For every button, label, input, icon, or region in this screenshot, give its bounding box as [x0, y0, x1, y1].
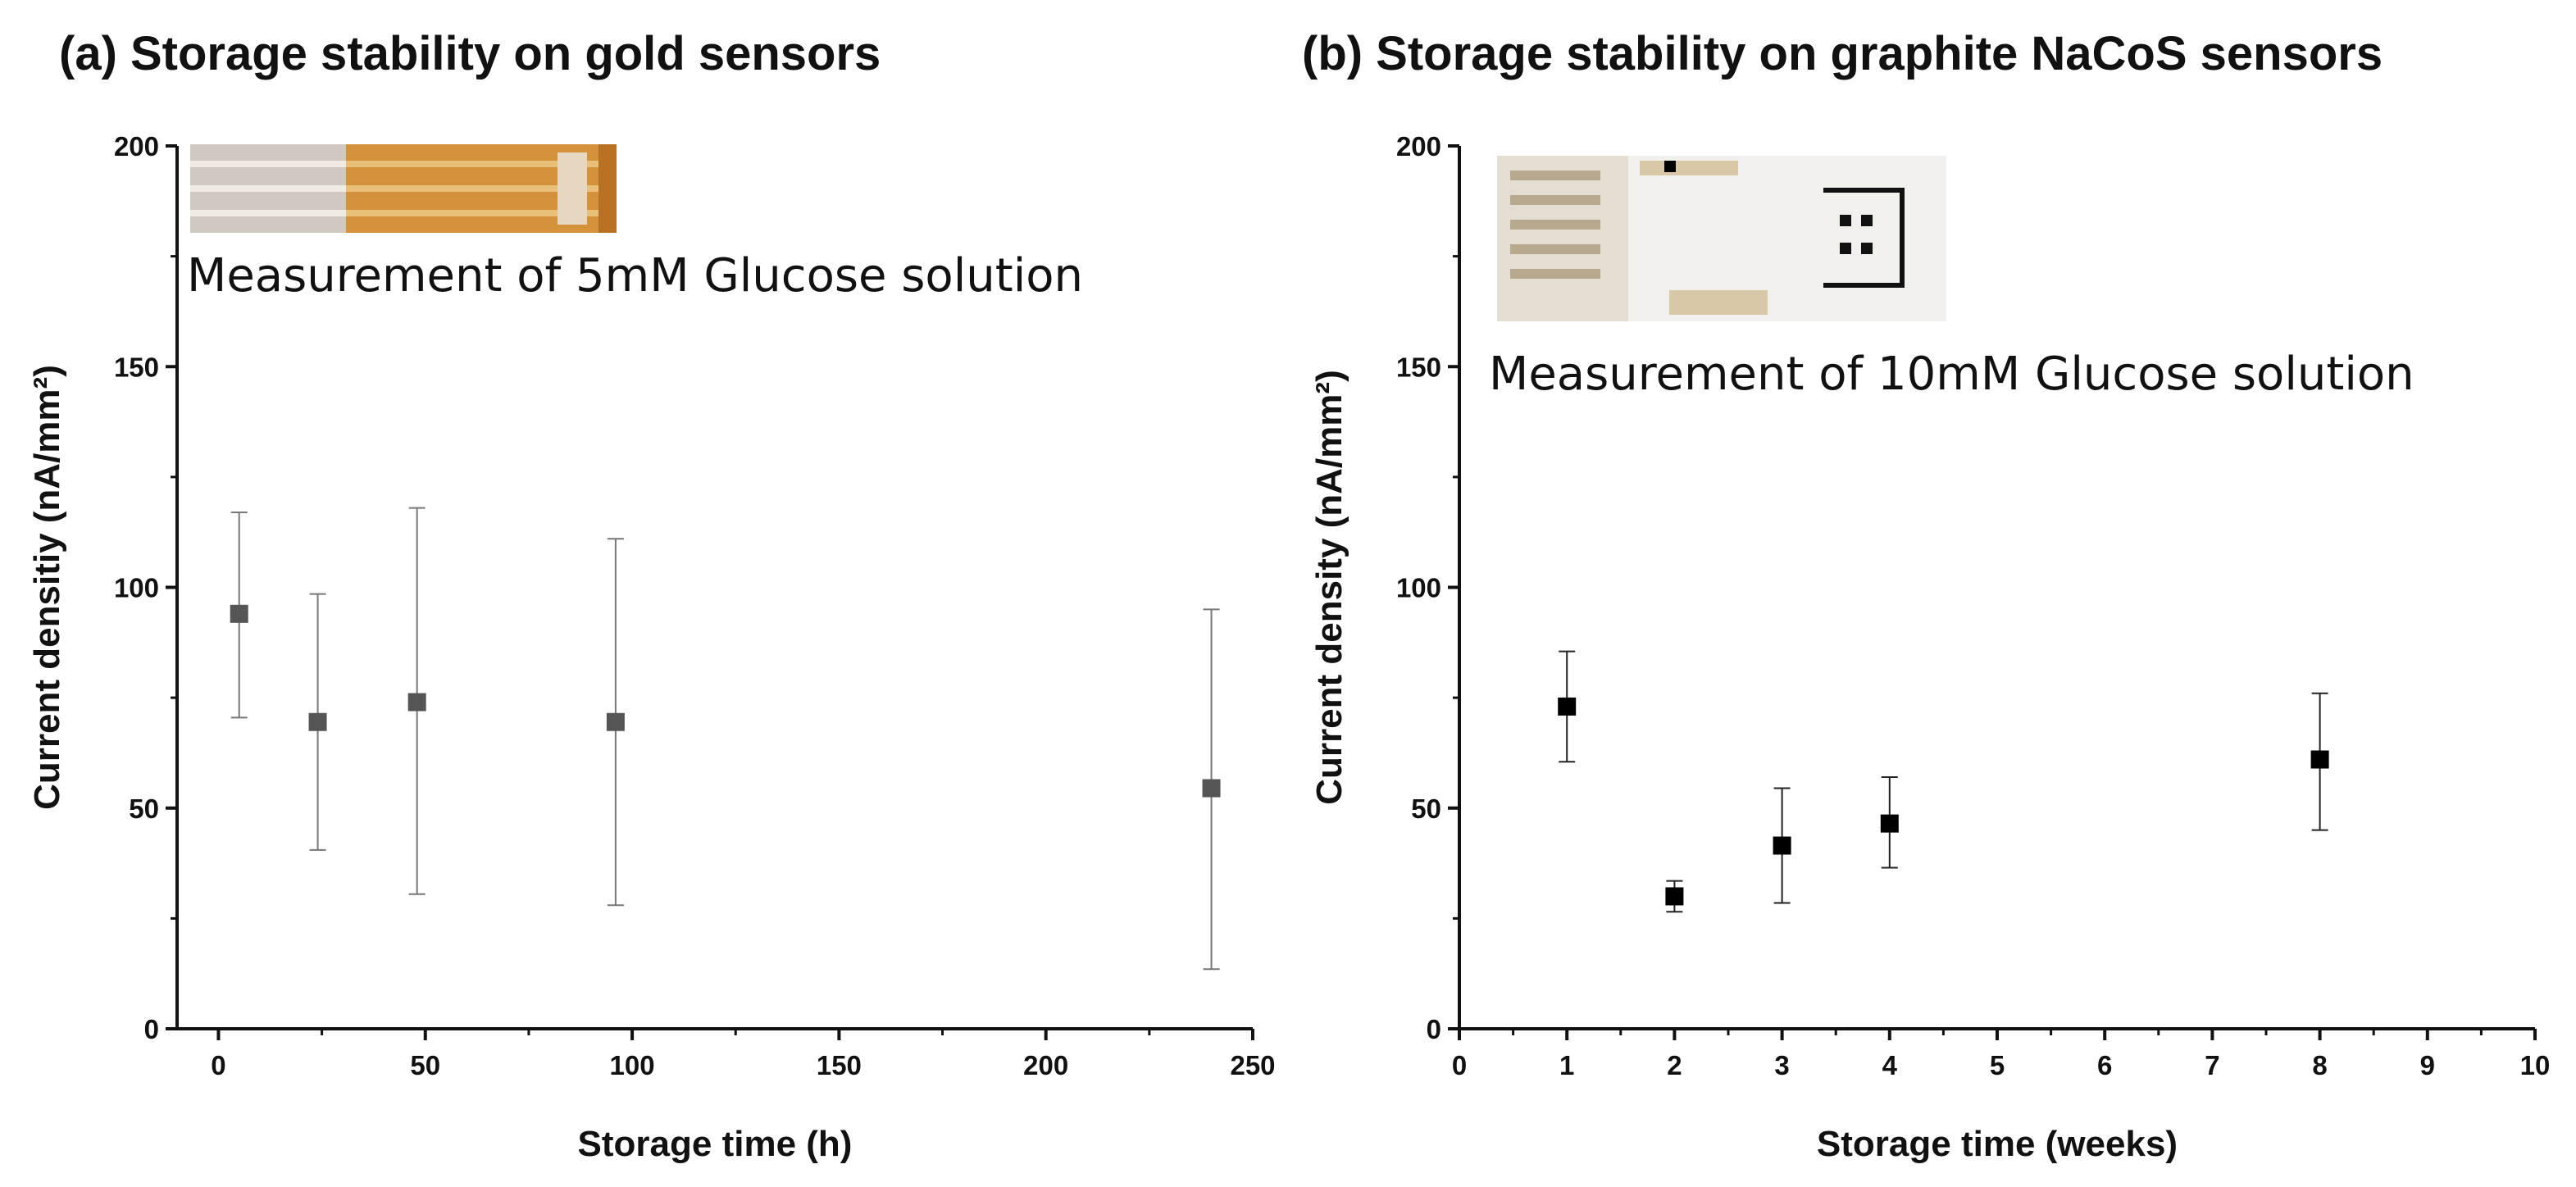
- data-point: [1880, 776, 1899, 869]
- x-tick-label: 5: [1990, 1050, 2005, 1080]
- x-tick-label: 1: [1559, 1050, 1574, 1080]
- annotation-text: Measurement of 5mM Glucose solution: [187, 249, 1083, 302]
- y-tick-label: 100: [1396, 573, 1441, 603]
- y-tick-label: 0: [144, 1014, 159, 1044]
- y-tick-label: 150: [1396, 352, 1441, 382]
- panel-a-title: (a) Storage stability on gold sensors: [59, 27, 881, 80]
- y-tick-label: 200: [114, 131, 159, 161]
- x-tick-label: 8: [2312, 1050, 2327, 1080]
- y-axis-title: Current densitiy (nA/mm²): [27, 365, 67, 810]
- panel-b-title: (b) Storage stability on graphite NaCoS …: [1302, 27, 2383, 80]
- data-marker: [407, 693, 426, 712]
- data-marker: [308, 712, 327, 731]
- x-tick-label: 100: [610, 1050, 655, 1080]
- data-marker: [1773, 836, 1791, 855]
- y-axis-title: Current density (nA/mm²): [1309, 370, 1349, 804]
- data-marker: [1202, 779, 1221, 798]
- y-tick-label: 100: [114, 573, 159, 603]
- x-tick-label: 0: [211, 1050, 225, 1080]
- y-tick-label: 0: [1427, 1014, 1441, 1044]
- x-tick-label: 2: [1667, 1050, 1682, 1080]
- data-marker: [1558, 697, 1577, 716]
- y-tick-label: 150: [114, 352, 159, 382]
- data-point: [606, 538, 625, 907]
- y-tick-label: 50: [129, 794, 159, 824]
- data-point: [1773, 787, 1791, 904]
- x-tick-label: 4: [1882, 1050, 1898, 1080]
- x-tick-label: 150: [817, 1050, 862, 1080]
- data-point: [230, 511, 248, 719]
- x-tick-label: 7: [2205, 1050, 2219, 1080]
- data-point: [308, 593, 327, 851]
- data-marker: [2310, 750, 2329, 769]
- data-marker: [1665, 887, 1684, 906]
- y-tick-label: 50: [1411, 794, 1441, 824]
- data-point: [407, 507, 426, 895]
- data-marker: [606, 712, 625, 731]
- data-point: [1558, 650, 1577, 763]
- y-tick-label: 200: [1396, 131, 1441, 161]
- x-tick-label: 0: [1452, 1050, 1467, 1080]
- graphite-sensor-photo: [1497, 156, 1946, 321]
- x-tick-label: 3: [1774, 1050, 1789, 1080]
- gold-sensor-photo: [190, 144, 617, 233]
- data-point: [1665, 880, 1684, 913]
- x-tick-label: 200: [1023, 1050, 1068, 1080]
- data-marker: [1880, 814, 1899, 833]
- data-point: [2310, 692, 2329, 831]
- x-tick-label: 10: [2520, 1050, 2551, 1080]
- x-tick-label: 6: [2097, 1050, 2112, 1080]
- x-tick-label: 9: [2420, 1050, 2435, 1080]
- x-tick-label: 50: [410, 1050, 440, 1080]
- x-tick-label: 250: [1230, 1050, 1275, 1080]
- data-point: [1202, 608, 1221, 971]
- data-marker: [230, 604, 248, 623]
- annotation-text: Measurement of 10mM Glucose solution: [1489, 348, 2414, 401]
- x-axis-title: Storage time (h): [578, 1124, 853, 1164]
- x-axis-title: Storage time (weeks): [1817, 1124, 2178, 1164]
